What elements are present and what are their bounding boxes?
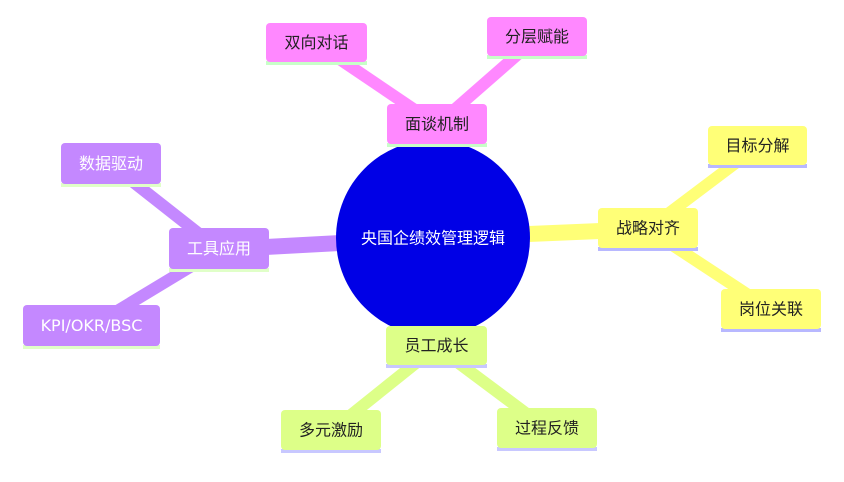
leaf-node[interactable]: 分层赋能 — [487, 17, 587, 59]
node-underline — [23, 345, 160, 349]
node-box — [387, 104, 487, 144]
leaf-node[interactable]: KPI/OKR/BSC — [23, 305, 160, 349]
node-box — [497, 408, 597, 448]
node-underline — [708, 164, 807, 168]
leaf-node[interactable]: 数据驱动 — [61, 143, 161, 187]
node-label: KPI/OKR/BSC — [41, 316, 143, 335]
node-label: 多元激励 — [299, 421, 363, 440]
node-label: 分层赋能 — [505, 27, 569, 46]
node-box — [169, 228, 269, 269]
node-box — [487, 17, 587, 56]
leaf-node[interactable]: 岗位关联 — [721, 289, 821, 332]
node-box — [386, 326, 487, 365]
leaf-node[interactable]: 目标分解 — [708, 126, 807, 168]
node-label: 员工成长 — [404, 336, 468, 355]
node-underline — [266, 61, 367, 65]
node-box — [708, 126, 807, 165]
node-underline — [487, 55, 587, 59]
node-label: 岗位关联 — [739, 300, 803, 319]
node-underline — [598, 247, 698, 251]
node-label: 过程反馈 — [515, 419, 579, 438]
node-underline — [169, 268, 269, 272]
node-box — [266, 23, 367, 62]
node-underline — [497, 447, 597, 451]
node-label: 目标分解 — [725, 136, 789, 155]
node-box — [281, 410, 381, 450]
center-node[interactable] — [336, 140, 530, 336]
branch-node[interactable]: 工具应用 — [169, 228, 269, 272]
node-label: 战略对齐 — [616, 219, 680, 238]
node-label: 数据驱动 — [79, 154, 143, 173]
node-underline — [281, 449, 381, 453]
node-box — [598, 208, 698, 248]
branch-node[interactable]: 战略对齐 — [598, 208, 698, 251]
node-underline — [721, 328, 821, 332]
node-box — [61, 143, 161, 184]
node-box — [23, 305, 160, 346]
node-label: 工具应用 — [187, 239, 251, 258]
leaf-node[interactable]: 多元激励 — [281, 410, 381, 453]
leaf-node[interactable]: 过程反馈 — [497, 408, 597, 451]
center-node-label: 央国企绩效管理逻辑 — [361, 229, 505, 248]
node-underline — [386, 364, 487, 368]
node-underline — [387, 143, 487, 147]
node-label: 双向对话 — [284, 33, 348, 52]
node-underline — [61, 183, 161, 187]
branch-node[interactable]: 员工成长 — [386, 326, 487, 368]
node-box — [721, 289, 821, 329]
branch-node[interactable]: 面谈机制 — [387, 104, 487, 147]
node-label: 面谈机制 — [405, 115, 469, 134]
leaf-node[interactable]: 双向对话 — [266, 23, 367, 65]
